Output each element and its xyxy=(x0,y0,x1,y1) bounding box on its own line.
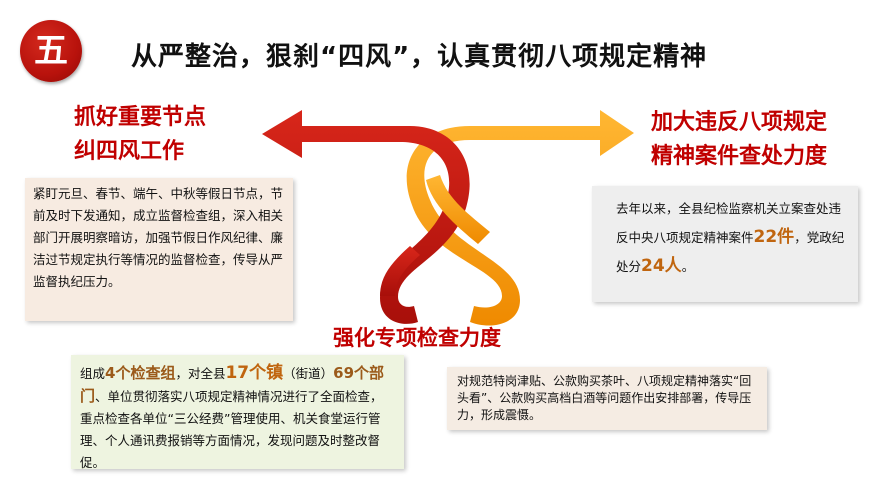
badge-number: 五 xyxy=(34,31,68,71)
bl-part4: 、单位贯彻落实八项规定精神情况进行了全面检查，重点检查各单位“三公经费”管理使用… xyxy=(80,389,383,470)
right-punished-count: 24人 xyxy=(641,256,682,276)
right-heading-line1: 加大违反八项规定 xyxy=(651,110,828,135)
bl-town-count: 17个镇 xyxy=(225,363,284,383)
right-heading-line2: 精神案件查处力度 xyxy=(651,144,828,169)
left-heading-line1: 抓好重要节点 xyxy=(74,105,207,130)
section-number-badge: 五 xyxy=(20,20,82,82)
red-overlap xyxy=(380,246,420,296)
right-body-part1: 去年以来，全县纪检监察机关立案查处违反中央八项规定精神案件 xyxy=(616,201,842,245)
center-heading: 强化专项检查力度 xyxy=(333,326,501,350)
bl-department-count: 69个部门 xyxy=(80,364,385,405)
bl-part1: 组成 xyxy=(80,366,106,381)
right-body-part3: 。 xyxy=(681,259,695,274)
right-text-panel: 去年以来，全县纪检监察机关立案查处违反中央八项规定精神案件22件，党政纪处分24… xyxy=(592,186,858,302)
left-body-text: 紧盯元旦、春节、端午、中秋等假日节点，节前及时下发通知，成立监督检查组，深入相关… xyxy=(33,186,284,289)
bottom-right-body: 对规范特岗津贴、公款购买茶叶、八项规定精神落实“回头看”、公款购买高档白酒等问题… xyxy=(457,374,752,422)
orange-arrow xyxy=(360,110,634,326)
bl-part2: ，对全县 xyxy=(175,366,226,381)
left-heading: 抓好重要节点 纠四风工作 xyxy=(74,101,206,169)
left-heading-line2: 纠四风工作 xyxy=(74,139,185,164)
right-case-count: 22件 xyxy=(753,227,795,247)
page-title: 从严整治，狠刹“四风”，认真贯彻八项规定精神 xyxy=(131,42,708,72)
bl-group-count: 4个检查组 xyxy=(105,364,176,382)
right-heading: 加大违反八项规定 精神案件查处力度 xyxy=(651,106,827,174)
bl-part3: （街道） xyxy=(283,366,334,381)
bottom-left-text-panel: 组成4个检查组，对全县17个镇（街道）69个部门、单位贯彻落实八项规定精神情况进… xyxy=(71,355,404,470)
orange-overlap xyxy=(426,175,490,244)
left-text-panel: 紧盯元旦、春节、端午、中秋等假日节点，节前及时下发通知，成立监督检查组，深入相关… xyxy=(25,178,293,321)
right-body-part2: ，党政纪处分 xyxy=(616,230,845,274)
bottom-right-text-panel: 对规范特岗津贴、公款购买茶叶、八项规定精神落实“回头看”、公款购买高档白酒等问题… xyxy=(447,367,767,430)
badge-circle xyxy=(20,20,82,82)
